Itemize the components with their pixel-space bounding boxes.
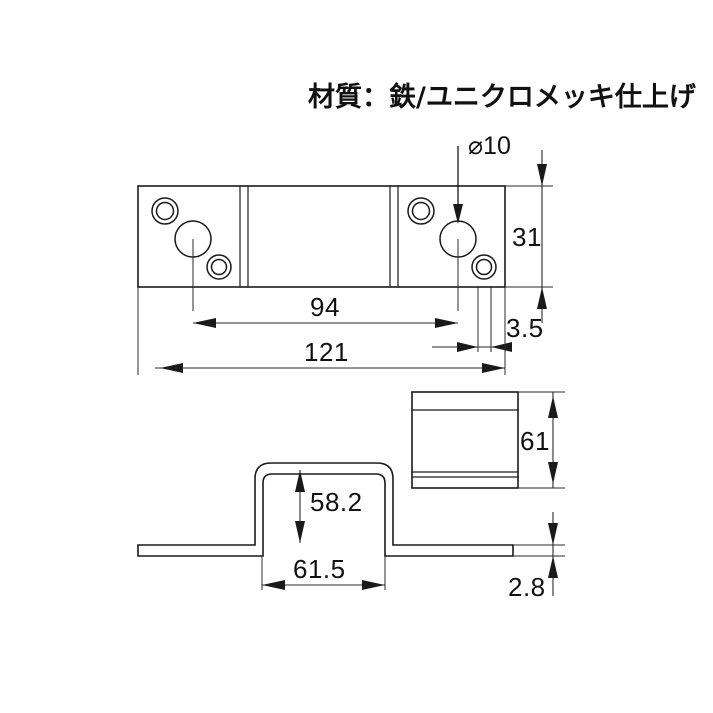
dim-arrow-121-right bbox=[482, 363, 505, 373]
dim-arrow-35-right bbox=[491, 342, 512, 352]
dim-label-35: 3.5 bbox=[506, 313, 544, 343]
dim-arrow-61-bottom bbox=[548, 462, 558, 484]
side-view-group: 58.2 61.5 2.8 bbox=[137, 462, 565, 602]
dim-arrow-31-top bbox=[537, 164, 547, 186]
countersunk-hole-left-top-inner bbox=[155, 201, 175, 221]
countersunk-hole-right-bottom-inner bbox=[475, 258, 493, 276]
dim-arrow-582-bottom bbox=[295, 521, 305, 543]
material-note-text: 材質：鉄/ユニクロメッキ仕上げ bbox=[308, 81, 697, 113]
countersunk-hole-left-bottom-inner bbox=[210, 258, 228, 276]
diameter-leader-arrow bbox=[453, 204, 463, 224]
dim-label-31: 31 bbox=[512, 222, 542, 252]
front-view-group: 61 bbox=[411, 391, 565, 489]
dim-arrow-615-right bbox=[362, 580, 385, 590]
dim-arrow-94-right bbox=[435, 318, 458, 328]
top-view-group: ⌀10 31 94 3.5 121 bbox=[137, 132, 553, 375]
dim-arrow-31-bottom bbox=[537, 287, 547, 309]
diameter-label: ⌀10 bbox=[468, 132, 511, 160]
front-view-outline bbox=[411, 391, 519, 489]
dim-arrow-28-bottom bbox=[548, 556, 558, 578]
top-view-outline bbox=[137, 185, 506, 288]
dim-arrow-61-top bbox=[548, 396, 558, 418]
dim-arrow-35-left bbox=[457, 342, 478, 352]
dim-label-61: 61 bbox=[520, 426, 550, 456]
dim-arrow-28-top bbox=[548, 523, 558, 545]
dim-arrow-121-left bbox=[160, 363, 183, 373]
dim-label-94: 94 bbox=[310, 292, 340, 322]
dim-label-28: 2.8 bbox=[508, 572, 546, 602]
dim-arrow-582-top bbox=[295, 470, 305, 492]
countersunk-hole-right-top-inner bbox=[411, 201, 431, 221]
dim-label-121: 121 bbox=[304, 337, 349, 367]
dim-arrow-615-left bbox=[262, 580, 285, 590]
dim-arrow-94-left bbox=[193, 318, 216, 328]
dim-label-582: 58.2 bbox=[310, 487, 363, 517]
dim-label-615: 61.5 bbox=[293, 554, 346, 584]
